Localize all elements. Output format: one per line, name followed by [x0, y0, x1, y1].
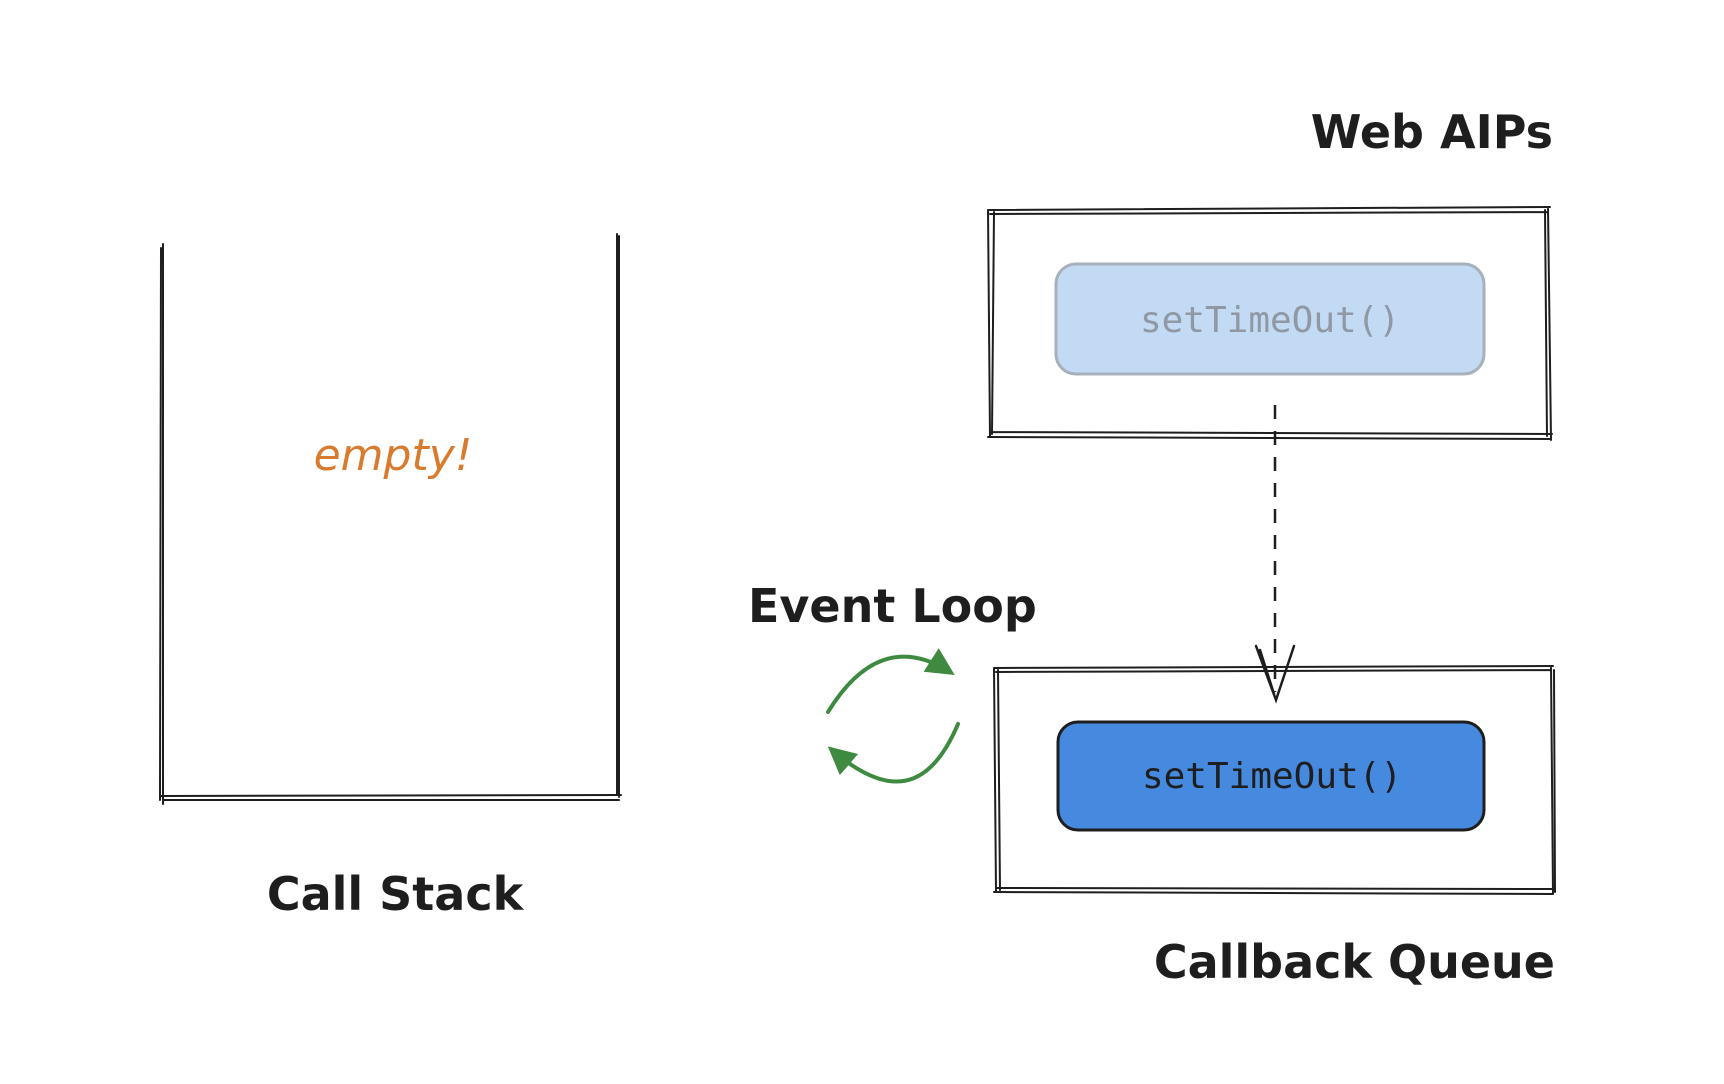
callback-queue-item-label: setTimeOut() — [1142, 756, 1402, 797]
web-apis: Web AIPs setTimeOut() — [987, 105, 1553, 441]
web-apis-title: Web AIPs — [1311, 105, 1553, 159]
web-apis-item-box — [1054, 262, 1486, 376]
callback-queue-title: Callback Queue — [1154, 935, 1555, 989]
event-loop-arrow-top — [826, 648, 955, 714]
callback-queue: setTimeOut() Callback Queue — [993, 665, 1556, 989]
timer-to-queue-arrow — [1254, 405, 1296, 704]
event-loop-title: Event Loop — [748, 579, 1037, 633]
event-loop-arrow-bottom — [827, 722, 960, 784]
call-stack: empty! Call Stack — [159, 233, 622, 921]
web-apis-item-label: setTimeOut() — [1140, 300, 1400, 341]
callback-queue-container — [993, 665, 1556, 895]
web-apis-container — [987, 206, 1553, 441]
call-stack-content: empty! — [314, 430, 473, 481]
call-stack-container — [159, 233, 622, 805]
callback-queue-item-box — [1056, 720, 1486, 832]
call-stack-title: Call Stack — [267, 867, 525, 921]
event-loop: Event Loop — [748, 579, 1037, 784]
